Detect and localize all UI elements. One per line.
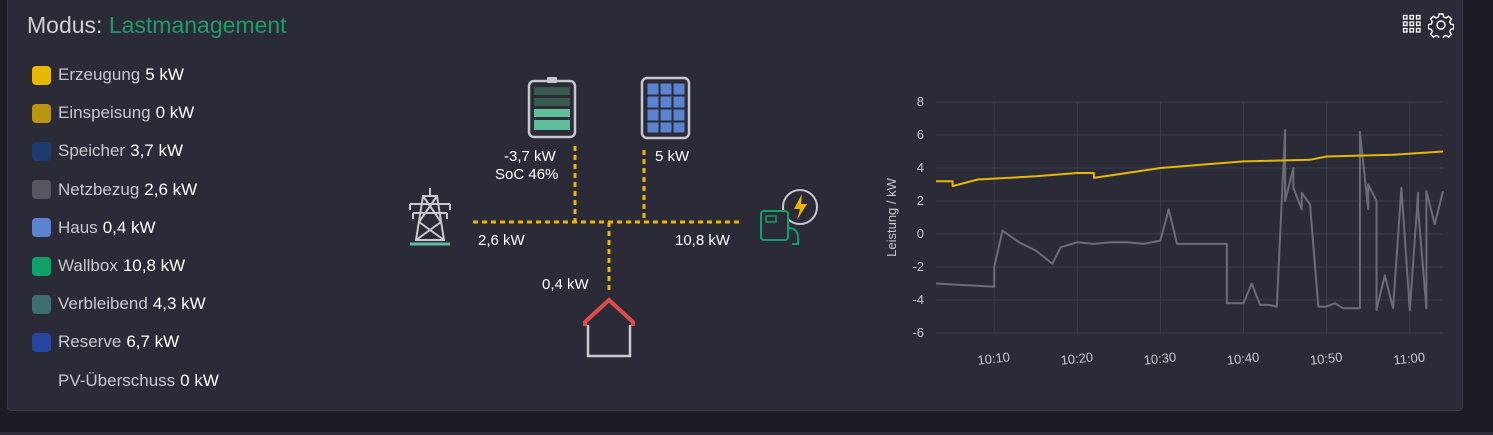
- y-tick-label: 4: [917, 160, 924, 175]
- legend-value: 0 kW: [180, 370, 219, 390]
- battery-icon[interactable]: [527, 77, 577, 139]
- legend-label: Speicher: [58, 141, 126, 161]
- battery-power-label: -3,7 kW: [504, 148, 556, 165]
- legend-swatch: [32, 180, 51, 200]
- legend-label: Haus: [58, 217, 98, 237]
- energy-flow-diagram: [409, 76, 818, 358]
- wallbox-icon[interactable]: [760, 189, 818, 245]
- legend-swatch: [32, 218, 51, 238]
- battery-soc-label: SoC 46%: [495, 166, 559, 183]
- mode-label: Modus:: [27, 12, 103, 38]
- power-pylon-icon[interactable]: [409, 188, 451, 246]
- legend-label: PV-Überschuss: [58, 370, 176, 390]
- x-tick-label: 11:00: [1393, 349, 1426, 367]
- y-tick-label: 6: [917, 127, 924, 142]
- legend-value: 0 kW: [155, 103, 195, 123]
- legend-label: Wallbox: [58, 256, 118, 276]
- series-line: [936, 150, 1444, 188]
- legend-value: 4,3 kW: [152, 294, 206, 314]
- legend-swatch: [32, 294, 51, 314]
- legend-value: 6,7 kW: [126, 332, 180, 352]
- y-tick-label: 0: [917, 226, 924, 241]
- legend-swatch: [32, 103, 51, 123]
- y-axis-label: Leistung / kW: [884, 177, 899, 256]
- series-line: [935, 129, 1444, 311]
- legend-swatch: [32, 332, 51, 352]
- x-tick-label: 10:30: [1143, 349, 1177, 367]
- house-icon[interactable]: [583, 297, 635, 358]
- grid-power-label: 2,6 kW: [478, 232, 525, 249]
- y-tick-label: 2: [917, 193, 924, 208]
- x-tick-label: 10:20: [1060, 349, 1094, 367]
- power-chart[interactable]: 8 6 4 2 0 -2 -4 -6 10:10 10:20 10:30 10:40 10:50 11:0…: [868, 85, 1453, 385]
- legend-label: Reserve: [58, 332, 122, 352]
- mode-value[interactable]: Lastmanagement: [108, 12, 287, 38]
- house-power-label: 0,4 kW: [542, 276, 589, 293]
- grid-view-icon[interactable]: [1402, 14, 1422, 41]
- flow-lines: [473, 146, 743, 292]
- y-tick-label: -2: [912, 259, 924, 274]
- divider: [0, 432, 1493, 435]
- pv-power-label: 5 kW: [655, 148, 690, 165]
- legend-value: 5 kW: [145, 65, 184, 85]
- gear-icon[interactable]: [1427, 12, 1455, 43]
- legend-label: Verbleibend: [58, 294, 148, 314]
- x-tick-label: 10:50: [1309, 349, 1343, 367]
- legend-value: 3,7 kW: [130, 141, 184, 161]
- wallbox-power-label: 10,8 kW: [675, 232, 731, 249]
- legend-swatch: [32, 141, 51, 161]
- legend-value: 2,6 kW: [144, 179, 198, 199]
- legend-value: 10,8 kW: [122, 256, 186, 276]
- x-tick-label: 10:40: [1226, 349, 1260, 367]
- legend-value: 0,4 kW: [102, 217, 156, 237]
- page-title: Modus: Lastmanagement: [27, 12, 287, 39]
- legend-label: Netzbezug: [58, 179, 140, 199]
- y-tick-label: -4: [912, 292, 924, 307]
- x-tick-label: 10:10: [977, 349, 1011, 367]
- legend-label: Einspeisung: [58, 103, 151, 123]
- legend-swatch: [32, 65, 51, 85]
- legend-label: Erzeugung: [58, 65, 141, 85]
- legend-swatch: [32, 256, 51, 276]
- y-tick-label: -6: [912, 325, 924, 340]
- y-tick-label: 8: [917, 94, 924, 109]
- solar-panel-icon[interactable]: [640, 76, 691, 140]
